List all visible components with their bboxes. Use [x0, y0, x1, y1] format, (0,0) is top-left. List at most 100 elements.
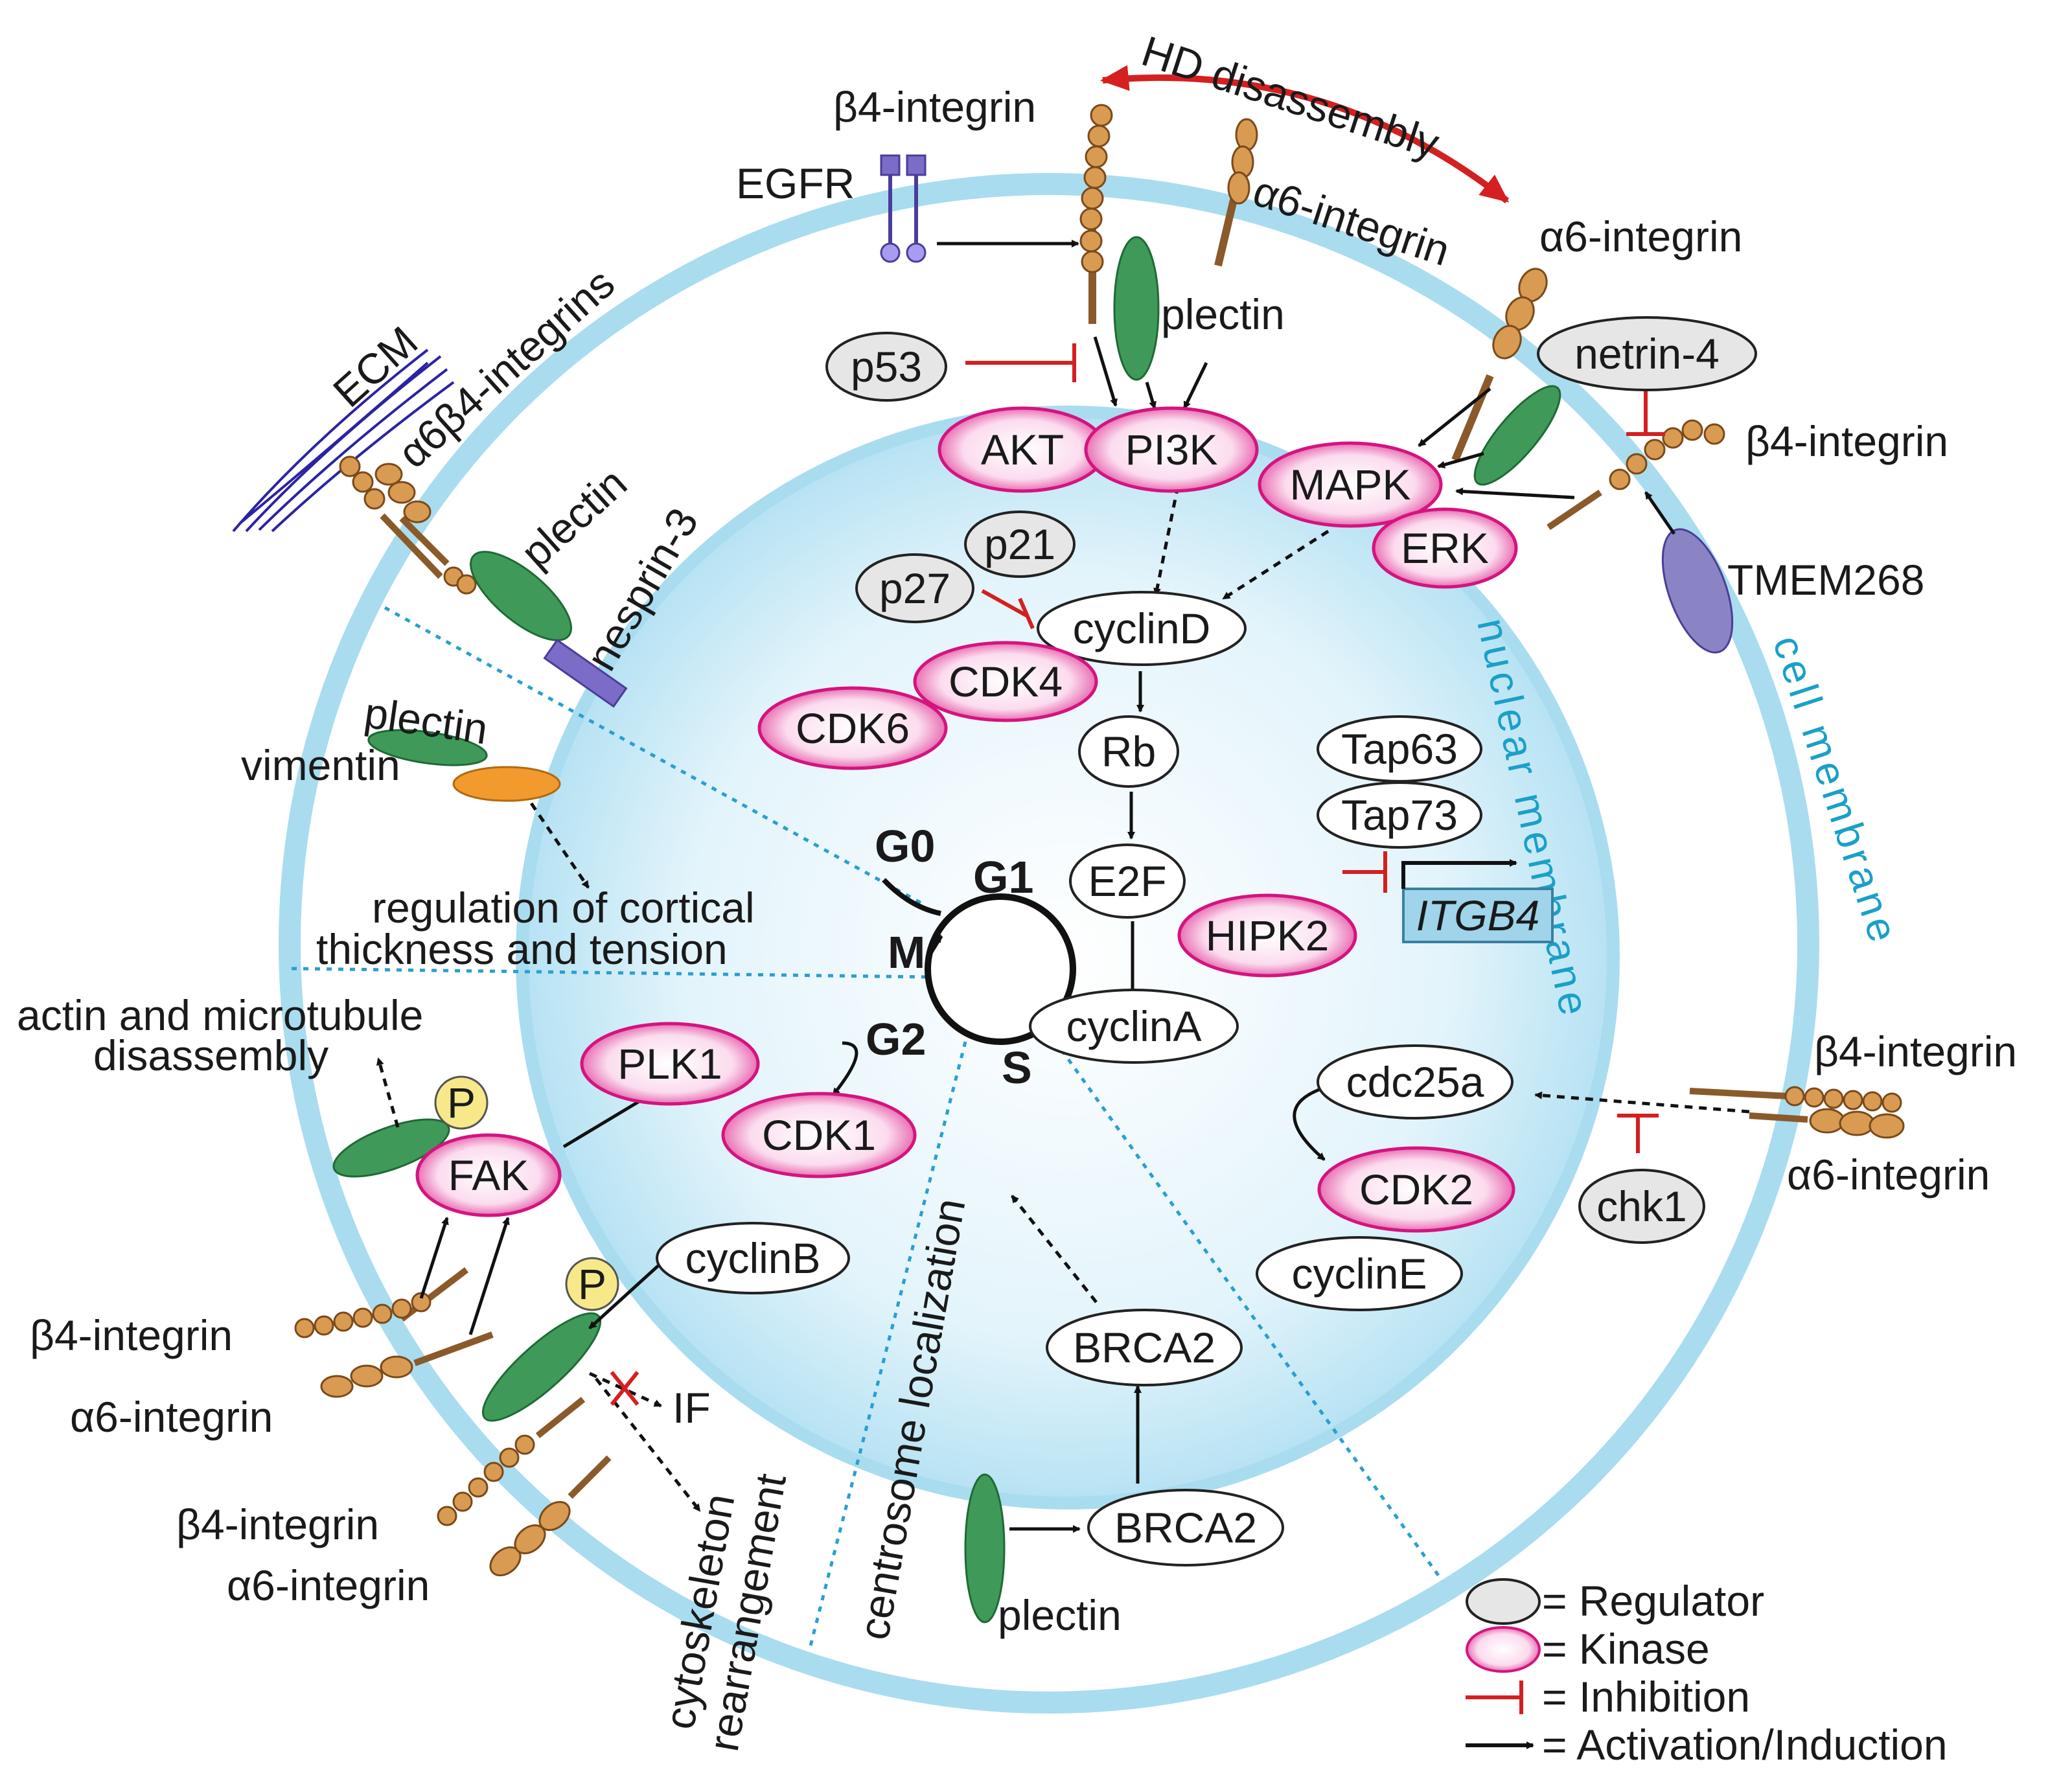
- tap73-node: [1317, 781, 1482, 849]
- cyclina-label: cyclinA: [1066, 1002, 1201, 1050]
- b4-integrin-mapk-label: β4-integrin: [1745, 417, 1948, 465]
- plectin-mapk-icon: [1473, 385, 1561, 486]
- p21-label: p21: [984, 520, 1055, 568]
- akt-label: AKT: [981, 426, 1064, 474]
- plectin-bottom-icon: [964, 1473, 1006, 1624]
- fak-label: FAK: [448, 1151, 529, 1199]
- m-phase-arrow: [928, 934, 943, 954]
- phospho-plectin-icon: [565, 1257, 619, 1311]
- nesprin3-icon: [543, 638, 628, 708]
- legend-inhibition-icon: [1466, 1681, 1523, 1714]
- fak-node: [415, 1133, 562, 1217]
- cdk1-node: [721, 1092, 917, 1178]
- cortical-line1: regulation of cortical: [372, 884, 755, 932]
- netrin4-node: [1537, 316, 1757, 391]
- plectin-vim-icon: [367, 729, 488, 766]
- legend-regulator-text: = Regulator: [1542, 1577, 1764, 1625]
- erk-node: [1372, 507, 1518, 589]
- plectin-ul-label: plectin: [512, 459, 636, 577]
- legend-inhibition-text: = Inhibition: [1542, 1673, 1750, 1721]
- cdk6-node: [757, 686, 948, 770]
- egfr-label: EGFR: [736, 159, 855, 207]
- a6b4-integrins-ul-icon: [339, 455, 477, 595]
- hipk2-label: HIPK2: [1206, 912, 1330, 959]
- egfr-icon: [880, 154, 927, 263]
- b4-integrin-right-label: β4-integrin: [1814, 1027, 2017, 1075]
- p53-node: [825, 332, 947, 402]
- a6-integrin-bl-label: α6-integrin: [227, 1561, 430, 1609]
- plectin-top-icon: [1113, 236, 1160, 381]
- cdc25a-node: [1317, 1044, 1514, 1119]
- phase-g1: G1: [973, 852, 1033, 902]
- plectin-bottom-label: plectin: [998, 1591, 1122, 1639]
- cyclina-node: [1029, 989, 1239, 1064]
- hd-disassembly-arrow: [1100, 65, 1510, 203]
- cyclinb-label: cyclinB: [685, 1234, 820, 1282]
- legend: = Regulator = Kinase = Inhibition = Acti…: [1466, 1577, 1948, 1769]
- vimentin-icon: [452, 766, 561, 802]
- tmem268-label: TMEM268: [1727, 556, 1924, 604]
- itgb4-box: [1402, 888, 1554, 943]
- p27-label: p27: [879, 564, 950, 612]
- itgb4-promoter-arrow: [1401, 859, 1517, 889]
- b4-integrin-fak-label: β4-integrin: [30, 1311, 233, 1359]
- rb-label: Rb: [1101, 728, 1156, 775]
- b4-integrin-top-icon: [1079, 104, 1113, 324]
- cdk4-node: [913, 641, 1098, 722]
- cyclinb-node: [656, 1222, 850, 1294]
- cell-membrane: [279, 173, 1819, 1714]
- blocked-arrow-if: [588, 1371, 662, 1408]
- brca2-in-node: [1046, 1309, 1243, 1386]
- netrin4-label: netrin-4: [1574, 330, 1720, 378]
- a6-integrin-right-icon: [1451, 268, 1548, 462]
- cell-cycle-circle: [925, 893, 1076, 1045]
- phase-s: S: [1002, 1042, 1032, 1093]
- plectin-fak-icon: [332, 1118, 450, 1178]
- a6-integrin-top-icon: [1214, 118, 1258, 267]
- phospho-fak-icon: [434, 1075, 489, 1130]
- legend-regulator-icon: [1466, 1578, 1541, 1625]
- a6-integrin-fak-label: α6-integrin: [70, 1393, 273, 1441]
- itgb4-label: ITGB4: [1416, 891, 1540, 939]
- cdc25a-label: cdc25a: [1346, 1058, 1484, 1106]
- chk1-node: [1578, 1169, 1705, 1244]
- phase-g0: G0: [875, 821, 935, 871]
- b4-integrin-top-label: β4-integrin: [833, 83, 1036, 131]
- pi3k-node: [1084, 406, 1259, 493]
- if-label: IF: [673, 1384, 711, 1432]
- ecm-icon: [232, 349, 455, 533]
- chk1-label: chk1: [1596, 1182, 1686, 1230]
- activation-arrows: [419, 240, 1676, 1533]
- hipk2-node: [1177, 893, 1357, 978]
- plectin-ul-icon: [470, 551, 572, 641]
- cycline-node: [1256, 1236, 1463, 1311]
- p53-label: p53: [851, 343, 922, 391]
- actin-line2: disassembly: [93, 1031, 328, 1079]
- legend-kinase-text: = Kinase: [1542, 1625, 1710, 1673]
- mapk-label: MAPK: [1289, 461, 1410, 509]
- rb-node: [1078, 715, 1179, 788]
- legend-kinase-icon: [1466, 1626, 1541, 1673]
- b4-integrin-right-icon: [1689, 1086, 1902, 1113]
- b4-integrin-mapk-icon: [1547, 419, 1725, 531]
- pi3k-label: PI3K: [1125, 426, 1217, 474]
- plectin-bl-icon: [481, 1312, 602, 1422]
- a6-integrin-tr-label: α6-integrin: [1539, 212, 1742, 260]
- cycline-label: cyclinE: [1291, 1250, 1427, 1298]
- a6-integrin-bl-icon: [489, 1455, 612, 1577]
- dashed-arrows: [376, 485, 1750, 1512]
- a6-integrin-fak-icon: [320, 1331, 494, 1398]
- cortical-line2: thickness and tension: [316, 925, 728, 973]
- cyclind-label: cyclinD: [1073, 604, 1211, 652]
- cdk2-node: [1317, 1146, 1515, 1233]
- cdk4-label: CDK4: [949, 658, 1063, 706]
- brca2-out-node: [1087, 1489, 1284, 1567]
- plectin-top-label: plectin: [1161, 290, 1285, 338]
- a6-integrin-right-label: α6-integrin: [1787, 1151, 1990, 1199]
- phase-m: M: [888, 927, 925, 978]
- e2f-label: E2F: [1088, 857, 1166, 905]
- hd-disassembly-label: HD disassembly: [1136, 27, 1445, 168]
- phospho-fak-label: P: [447, 1079, 476, 1127]
- tap63-label: Tap63: [1341, 725, 1458, 773]
